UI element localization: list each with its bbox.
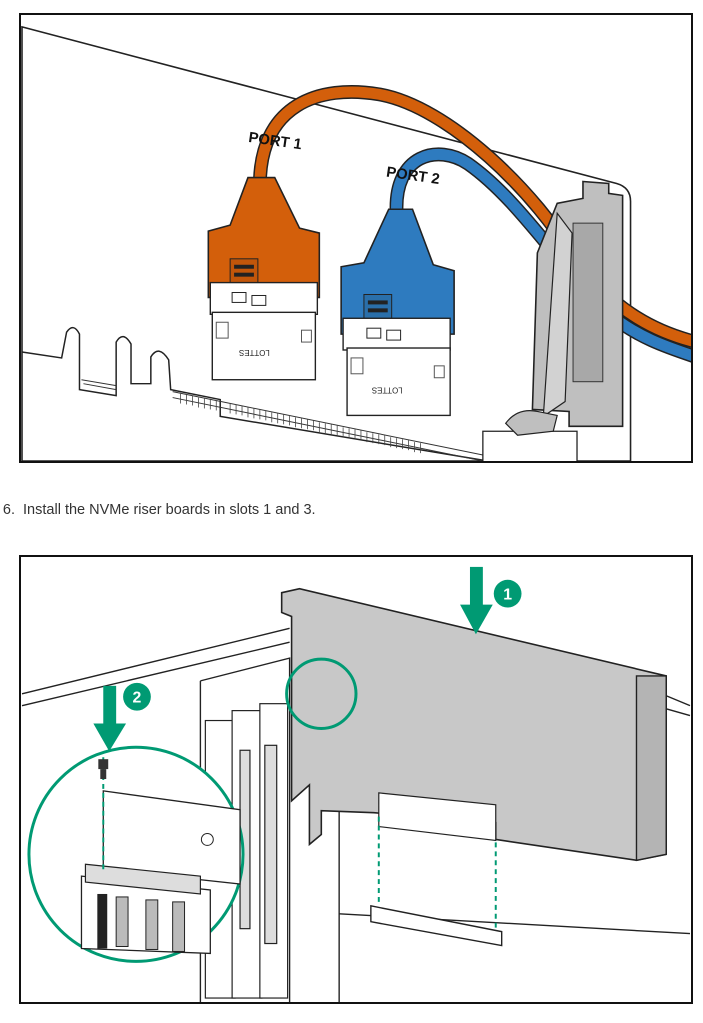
pcie-slot-connector <box>370 905 503 947</box>
callout-1-number: 1 <box>503 587 512 604</box>
callout-2-badge <box>123 682 151 711</box>
riser-install-drawing: 1 2 <box>21 566 691 1002</box>
magnified-inset <box>27 745 245 963</box>
port2-connector: LOTTES <box>340 208 455 417</box>
alignment-guides <box>377 816 497 934</box>
highlight-circle <box>285 657 358 730</box>
riser-board <box>21 25 632 461</box>
port2-label: PORT 2 <box>385 165 440 188</box>
cable-connection-illustration: PORT 1 PORT 2 LOTTES <box>19 13 693 463</box>
arrow-down-1 <box>460 566 493 635</box>
port1-connector: LOTTES <box>207 176 321 381</box>
arrow-down-2 <box>93 685 127 752</box>
port1-connector-text: LOTTES <box>239 348 270 357</box>
callout-1-badge <box>493 579 522 608</box>
riser-install-illustration: 1 2 <box>19 555 693 1004</box>
step-number: 6. <box>2 502 15 518</box>
port2-connector-text: LOTTES <box>372 386 403 395</box>
cable-connection-drawing: PORT 1 PORT 2 LOTTES <box>21 25 691 461</box>
port1-label: PORT 1 <box>247 130 302 153</box>
nvme-riser-board <box>280 587 668 862</box>
callout-2-number: 2 <box>133 690 142 707</box>
cable-clip <box>504 180 624 436</box>
gold-fingers <box>81 379 488 461</box>
instruction-step: 6. Install the NVMe riser boards in slot… <box>0 502 316 518</box>
board-bottom-edge <box>21 326 488 461</box>
step-text: Install the NVMe riser boards in slots 1… <box>23 502 316 518</box>
